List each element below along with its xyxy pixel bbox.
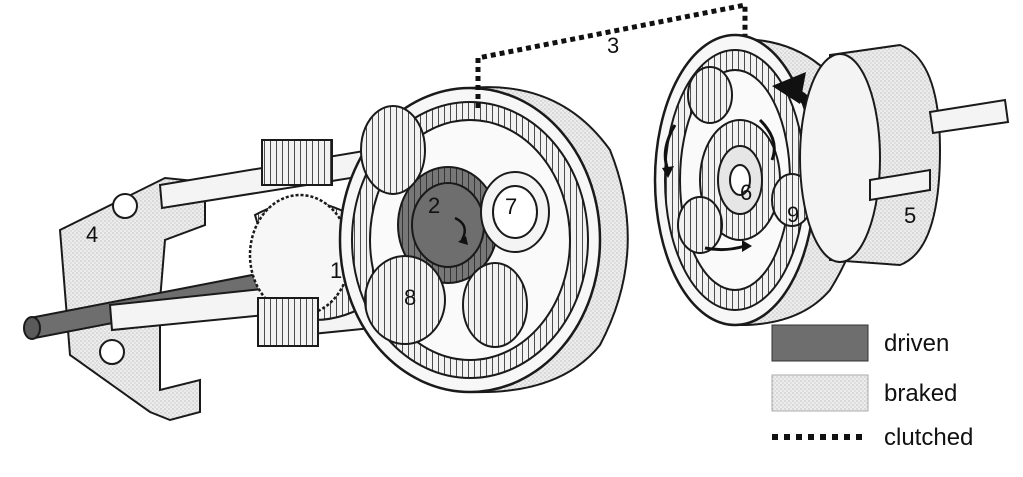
legend-driven-swatch	[771, 324, 869, 362]
legend-clutched-label: clutched	[884, 424, 974, 451]
label-6: 6	[740, 180, 753, 205]
gear-2-driven	[397, 166, 499, 284]
legend-braked-swatch	[771, 374, 869, 412]
label-4: 4	[86, 222, 99, 247]
output-component-5	[799, 43, 1010, 267]
label-7: 7	[505, 194, 518, 219]
label-1: 1	[330, 258, 343, 283]
label-9: 9	[787, 202, 800, 227]
label-2: 2	[428, 193, 441, 218]
label-3: 3	[607, 33, 620, 58]
legend	[771, 324, 869, 440]
label-5: 5	[904, 203, 917, 228]
planet-gears	[360, 105, 550, 348]
legend-braked-label: braked	[884, 380, 958, 407]
label-8: 8	[404, 285, 417, 310]
clutch-dotted-line	[475, 1, 748, 108]
legend-driven-label: driven	[884, 330, 950, 357]
